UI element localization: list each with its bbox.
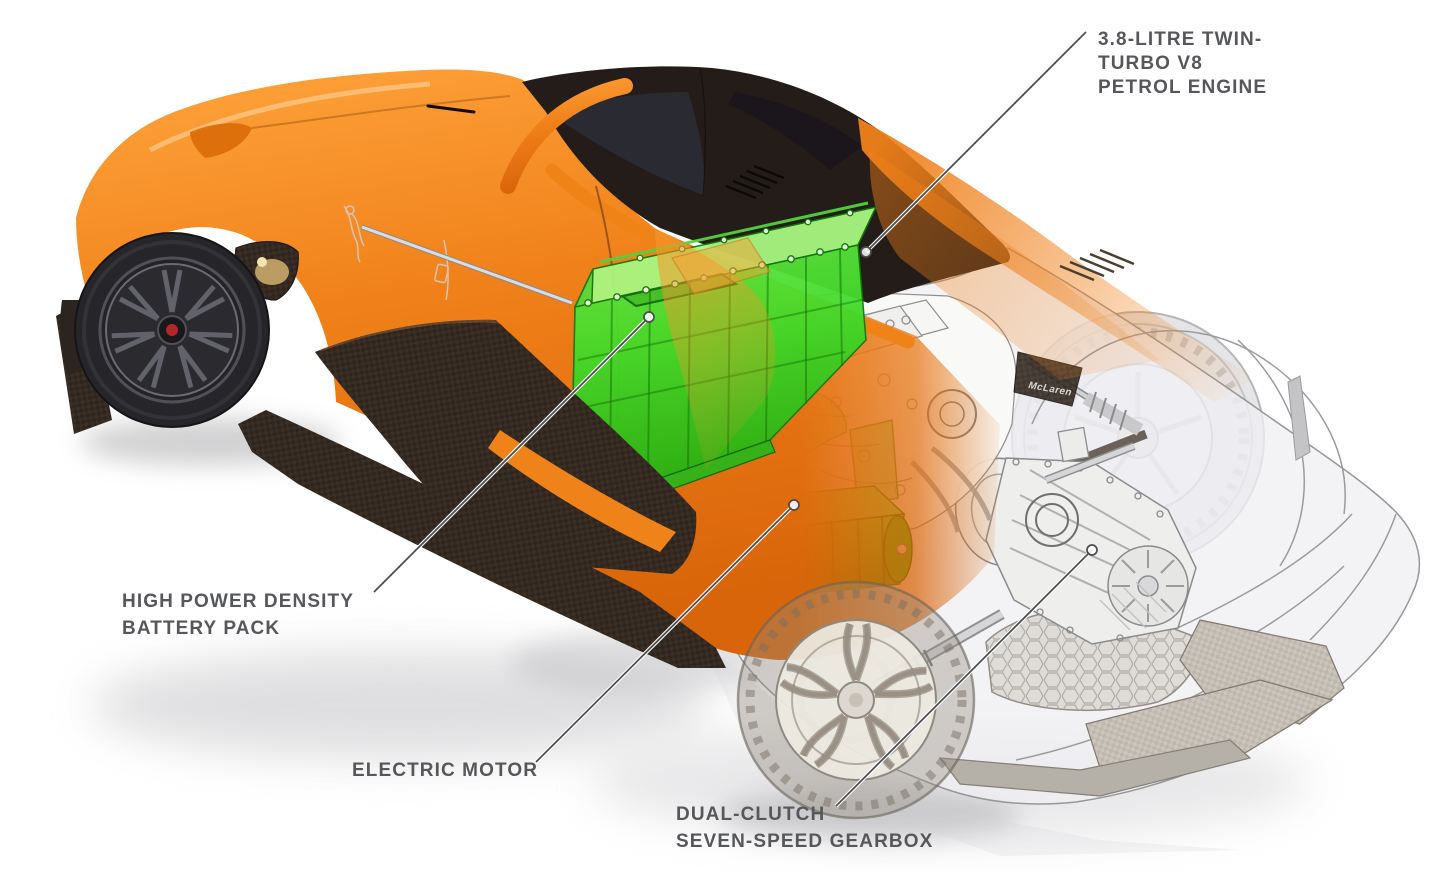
wiper: [426, 104, 476, 114]
sill-carbon-skirt: [238, 410, 726, 668]
front-wheel: [74, 232, 270, 428]
windshield-glass: [548, 92, 705, 195]
leader-gearbox-line: [835, 549, 1093, 807]
side-blade-vent: [1287, 375, 1311, 461]
front-rim-spokes: [111, 269, 233, 389]
label-battery-line2: BATTERY PACK: [122, 618, 280, 639]
orange-wash-hump: [671, 237, 771, 295]
hood-scoop: [190, 123, 252, 158]
end-cover-fins: [1112, 550, 1184, 622]
leader-battery-endpoint: [643, 311, 655, 323]
leader-motor-line: [535, 504, 795, 763]
label-gearbox-line2: SEVEN-SPEED GEARBOX: [676, 831, 933, 852]
near-rear-wheel: [736, 580, 976, 820]
front-center-cap: [166, 324, 178, 336]
door-orange-blade: [488, 430, 676, 552]
clutch-ring-outer: [1025, 493, 1079, 547]
leader-motor-endpoint: [788, 499, 800, 511]
door-strut-rod: [361, 225, 573, 305]
end-cover-hub: [1137, 575, 1159, 597]
leader-engine-line: [865, 31, 1087, 253]
diffuser-fin-long: [1085, 679, 1334, 769]
leader-gearbox-endpoint: [1086, 544, 1098, 556]
shift-actuator: [1057, 426, 1090, 463]
roof-seam: [699, 67, 706, 197]
label-engine-line1: 3.8-LITRE TWIN-: [1098, 29, 1262, 50]
leader-lines: [372, 30, 1098, 808]
damper-coils: [1089, 391, 1127, 431]
label-engine-line3: PETROL ENGINE: [1098, 77, 1267, 98]
label-engine: 3.8-LITRE TWIN- TURBO V8 PETROL ENGINE: [1098, 29, 1267, 98]
leader-engine: [860, 30, 1088, 258]
label-battery-line1: HIGH POWER DENSITY: [122, 591, 354, 612]
diffuser-plank: [938, 739, 1252, 797]
door-panel-sheen: [319, 319, 501, 352]
leader-motor: [534, 499, 800, 764]
roof-glass-panel: [728, 92, 862, 170]
rear-rim-ring: [791, 635, 921, 765]
leader-gearbox: [834, 544, 1098, 808]
annotation-labels: 3.8-LITRE TWIN- TURBO V8 PETROL ENGINE H…: [122, 29, 1267, 852]
body-wash-over-battery: [655, 228, 776, 470]
front-tire-sidewall: [82, 240, 262, 420]
interior-sketch: [343, 205, 450, 301]
haunch-fill: [869, 150, 1160, 380]
case-hatch: [1099, 581, 1167, 631]
battery-top-rim: [599, 201, 869, 264]
rear-tire-tread: [745, 589, 967, 811]
label-engine-line2: TURBO V8: [1098, 53, 1203, 74]
fender-highlight: [148, 81, 431, 153]
rear-rim-spokes: [779, 622, 934, 771]
label-motor-line1: ELECTRIC MOTOR: [352, 760, 538, 781]
headlight-glint: [257, 257, 267, 267]
leader-engine-endpoint: [860, 246, 872, 258]
haunch-band: [858, 118, 1252, 402]
rear-haunch-fade: [858, 118, 1252, 402]
label-gearbox-line1: DUAL-CLUTCH: [676, 804, 825, 825]
far-axle: [1045, 443, 1135, 483]
clutch-ring-inner: [1035, 503, 1069, 537]
orange-wash: [655, 228, 776, 470]
deck-louvers-left: [725, 164, 785, 200]
label-motor: ELECTRIC MOTOR: [352, 760, 538, 781]
rear-center-cap: [849, 693, 863, 707]
case-bolts: [1012, 458, 1164, 642]
hood-crease: [251, 95, 511, 129]
label-battery: HIGH POWER DENSITY BATTERY PACK: [122, 591, 354, 639]
leader-battery-line: [373, 316, 650, 593]
deck-louvers-right: [1059, 248, 1135, 282]
leader-battery: [372, 311, 655, 594]
door-and-sill: [56, 241, 726, 668]
label-gearbox: DUAL-CLUTCH SEVEN-SPEED GEARBOX: [676, 804, 933, 852]
a-pillar-band: [500, 78, 633, 194]
